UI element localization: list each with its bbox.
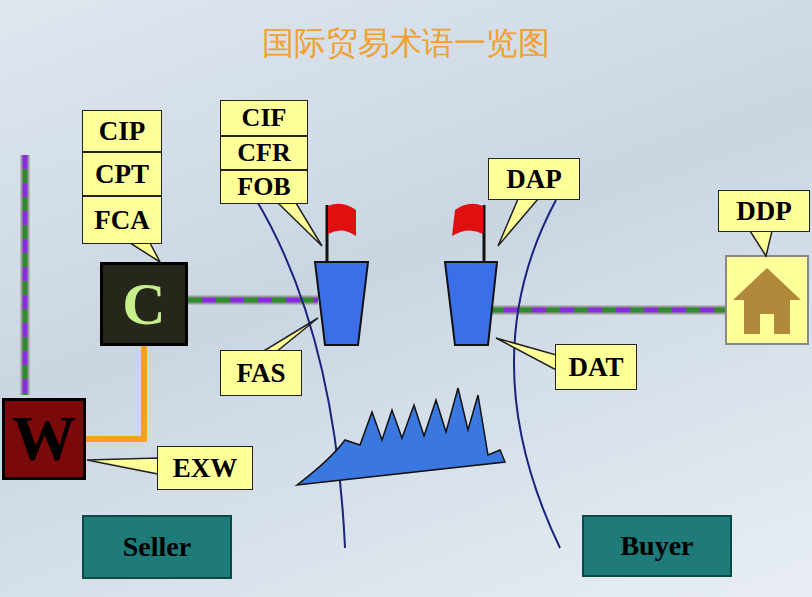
term-callout: EXW [157,446,253,490]
node-label: CFR [237,138,290,168]
orange-connector [86,346,144,439]
node-label: C [122,270,165,339]
node-label: Seller [123,531,191,563]
container-yard-box: C [100,262,188,346]
term-callout: FOB [220,170,308,204]
term-callout: FAS [220,350,302,396]
warehouse-box: W [2,398,86,480]
node-label: DDP [736,196,792,227]
node-label: EXW [173,453,238,484]
term-callout: DAP [488,158,580,200]
diagram-title: 国际贸易术语一览图 [0,22,812,66]
party-box: Seller [82,515,232,579]
term-callout: CFR [220,136,308,170]
term-callout: DAT [555,344,637,390]
term-callout: DDP [718,190,810,232]
term-callout: CPT [82,152,162,196]
node-label: Buyer [620,530,693,562]
term-callout: CIP [82,110,162,152]
node-label: CIF [242,103,287,133]
node-label: DAP [506,164,562,195]
node-label: W [12,402,76,476]
node-label: CIP [99,116,146,147]
node-label: FAS [236,358,285,389]
term-callout: FCA [82,196,162,244]
party-box: Buyer [582,515,732,577]
node-label: FOB [237,172,290,202]
node-label: CPT [95,159,149,190]
node-label: DAT [568,352,623,383]
node-label: FCA [94,205,150,236]
term-callout: CIF [220,100,308,136]
